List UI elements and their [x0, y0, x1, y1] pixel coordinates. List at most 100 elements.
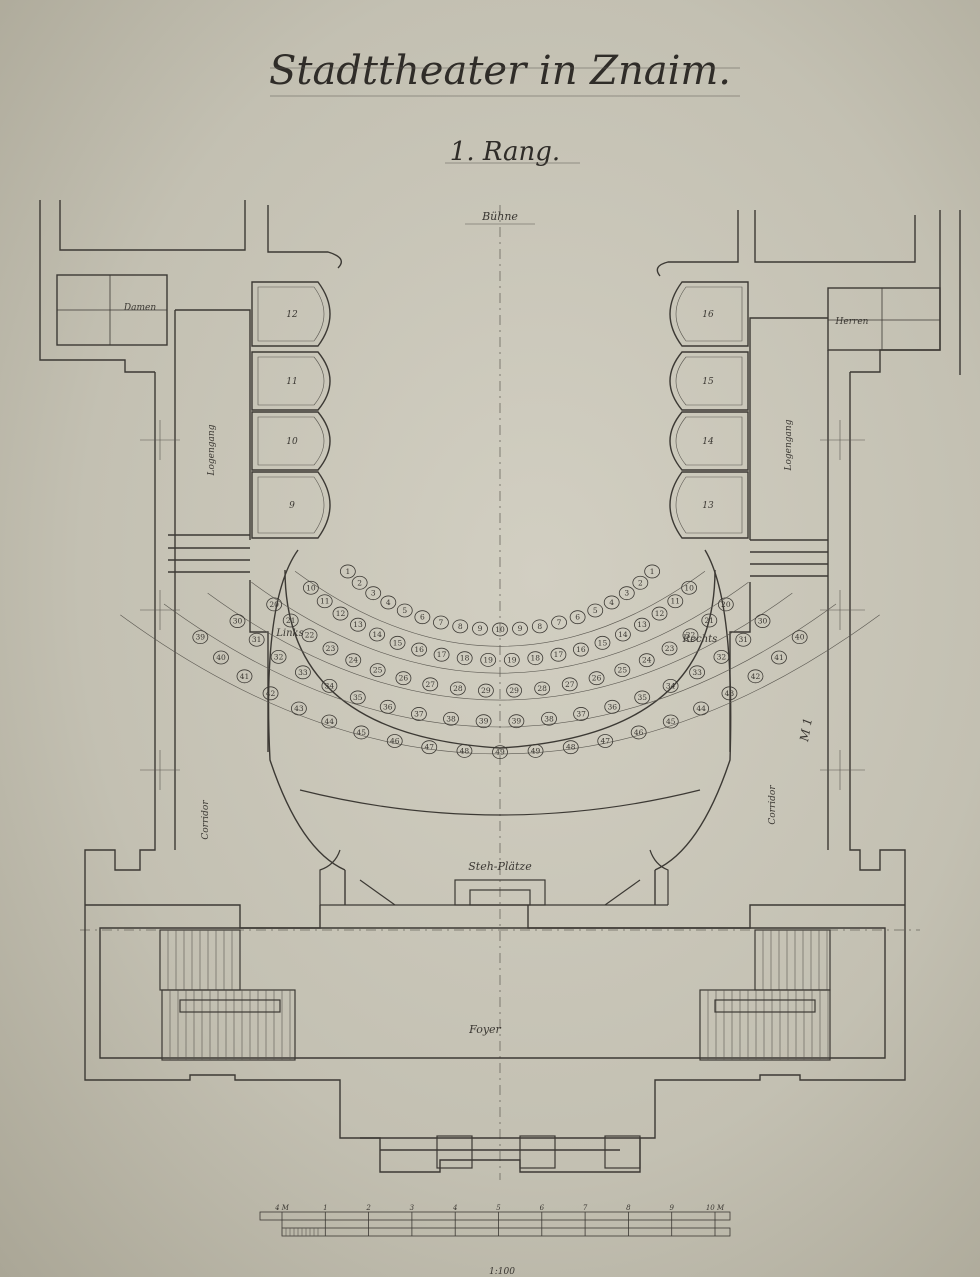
- right-label: Rechts: [682, 634, 718, 645]
- seat: [681, 580, 698, 595]
- seat-number: 1: [345, 567, 350, 576]
- seat-number: 40: [795, 633, 805, 642]
- seat-number: 27: [425, 680, 435, 689]
- seat-number: 2: [638, 578, 643, 587]
- seat-number: 43: [294, 704, 304, 713]
- seat: [662, 714, 679, 729]
- seat-number: 30: [233, 617, 243, 626]
- seat-number: 17: [554, 650, 564, 659]
- seat: [594, 635, 611, 650]
- seat: [667, 594, 684, 609]
- seat-number: 1: [650, 567, 655, 576]
- seat-number: 2: [357, 578, 362, 587]
- seat-number: 16: [576, 645, 586, 654]
- left-outer-wall: [84, 310, 176, 905]
- seat-number: 14: [372, 630, 382, 639]
- seat: [791, 630, 808, 645]
- seat: [411, 642, 428, 657]
- seat: [449, 681, 466, 696]
- seat-number: 22: [686, 631, 696, 640]
- seat-number: 23: [665, 644, 675, 653]
- seat-number: 5: [593, 606, 598, 615]
- seat: [270, 649, 287, 664]
- seat: [248, 632, 265, 647]
- seat-number: 6: [420, 613, 425, 622]
- seat-number: 19: [507, 655, 517, 664]
- seat: [380, 595, 397, 610]
- seat-number: 36: [607, 702, 617, 711]
- box-number: 13: [702, 501, 714, 511]
- seat: [721, 686, 738, 701]
- seat: [588, 671, 605, 686]
- box-right-13: [669, 471, 749, 539]
- scale-tick-label: 2: [365, 1204, 371, 1212]
- drawing-title: Stadttheater in Znaim.: [269, 48, 731, 94]
- seat: [345, 653, 362, 668]
- seat-number: 11: [320, 597, 330, 606]
- seat-number: 31: [252, 635, 262, 644]
- seat-number: 20: [721, 600, 731, 609]
- seat: [351, 575, 368, 590]
- seat-number: 19: [483, 655, 493, 664]
- seat: [604, 699, 621, 714]
- seat: [527, 651, 544, 666]
- seat: [301, 628, 318, 643]
- seat: [282, 613, 299, 628]
- seat: [630, 725, 647, 740]
- seat: [632, 575, 649, 590]
- seat-number: 40: [216, 653, 226, 662]
- seat: [662, 678, 679, 693]
- seat-number: 33: [692, 668, 702, 677]
- seat-number: 8: [537, 622, 542, 631]
- box-left-9: [251, 471, 331, 539]
- seat: [614, 663, 631, 678]
- seat: [389, 635, 406, 650]
- seat: [603, 595, 620, 610]
- seat: [531, 619, 548, 634]
- seat-number: 44: [324, 717, 334, 726]
- scale-tick-label: 6: [540, 1204, 545, 1212]
- seat-number: 25: [618, 666, 628, 675]
- seat: [262, 686, 279, 701]
- scale-tick-label: 1: [323, 1204, 327, 1212]
- box-left-10: [251, 411, 331, 471]
- box-left-12: [251, 281, 331, 347]
- seat: [477, 683, 494, 698]
- stage-label: Bühne: [481, 210, 518, 223]
- seat: [597, 734, 614, 748]
- seat: [316, 594, 333, 609]
- ladies-label: Damen: [123, 303, 156, 313]
- box-number: 12: [286, 310, 298, 320]
- seat-arcs: [120, 570, 880, 755]
- seat-number: 47: [600, 736, 610, 745]
- seat-number: 48: [566, 743, 576, 752]
- drawing-subtitle: 1. Rang.: [450, 137, 560, 167]
- right-outer-wall: [827, 350, 906, 905]
- seat: [443, 711, 459, 726]
- seat: [339, 564, 356, 579]
- seat: [701, 613, 718, 628]
- seat: [638, 653, 655, 668]
- seat-number: 11: [671, 597, 681, 606]
- seat: [717, 597, 734, 612]
- seat: [747, 669, 764, 684]
- seat-number: 49: [495, 748, 505, 757]
- seat-number: 27: [565, 680, 575, 689]
- foyer-walls: [84, 904, 906, 1173]
- seat-number: 47: [424, 743, 434, 752]
- seat: [573, 707, 589, 721]
- scale-tick-label: 9: [669, 1204, 674, 1212]
- seat: [561, 677, 578, 692]
- balcony-shell: [267, 549, 732, 905]
- left-corridor-label: Corridor: [201, 800, 211, 840]
- seat: [506, 683, 523, 698]
- seat: [433, 647, 450, 662]
- seat-number: 49: [531, 746, 541, 755]
- seat-number: 43: [725, 689, 735, 698]
- seat-number: 41: [240, 672, 250, 681]
- scale-tick-label: 3: [410, 1204, 415, 1212]
- seat-number: 31: [739, 635, 749, 644]
- seat: [508, 714, 525, 729]
